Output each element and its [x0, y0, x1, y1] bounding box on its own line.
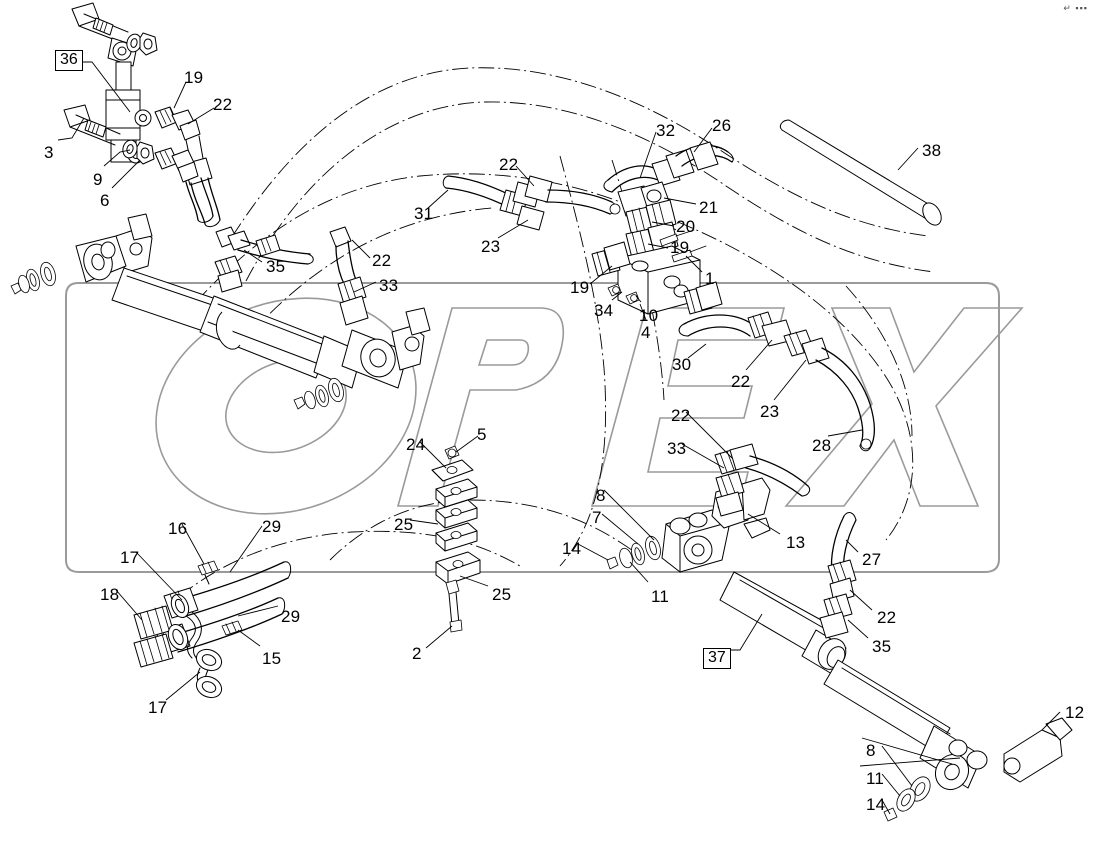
callout-16[interactable]: 16 — [168, 519, 188, 538]
callout-10[interactable]: 10 — [639, 306, 659, 325]
callout-2[interactable]: 2 — [412, 644, 422, 663]
callout-14-mid[interactable]: 14 — [562, 539, 582, 558]
callout-5[interactable]: 5 — [477, 425, 487, 444]
callout-8-mid[interactable]: 8 — [596, 486, 606, 505]
callout-36[interactable]: 36 — [55, 50, 83, 71]
callout-27[interactable]: 27 — [862, 550, 882, 569]
callout-29-upper[interactable]: 29 — [262, 517, 282, 536]
callout-6[interactable]: 6 — [100, 191, 110, 210]
left-main-cylinder-assembly — [10, 213, 431, 410]
fittings-19-22-upper-left — [154, 106, 221, 228]
callout-1[interactable]: 1 — [705, 269, 715, 288]
callout-37[interactable]: 37 — [703, 648, 731, 669]
callout-22-hose30[interactable]: 22 — [731, 372, 751, 391]
callout-3[interactable]: 3 — [44, 143, 54, 162]
callout-24[interactable]: 24 — [406, 435, 426, 454]
callout-34[interactable]: 34 — [594, 301, 614, 320]
callout-35-left[interactable]: 35 — [266, 257, 286, 276]
hose-bundle-bottom-left — [133, 560, 292, 699]
part-38-tube — [779, 119, 942, 226]
callout-25-lower[interactable]: 25 — [492, 585, 512, 604]
callout-11-mid[interactable]: 11 — [651, 587, 670, 606]
hose-30-assembly — [678, 311, 876, 452]
callout-19-manifold-left[interactable]: 19 — [570, 278, 590, 297]
callout-21[interactable]: 21 — [699, 198, 719, 217]
callout-22-lower-mid[interactable]: 22 — [671, 406, 691, 425]
seals-group-lower-mid — [606, 535, 661, 570]
callout-32[interactable]: 32 — [656, 121, 676, 140]
callout-17-lower[interactable]: 17 — [148, 698, 168, 717]
callout-25-upper[interactable]: 25 — [394, 515, 414, 534]
callout-17-upper[interactable]: 17 — [120, 548, 140, 567]
callout-7[interactable]: 7 — [592, 508, 602, 527]
callout-22-hose31[interactable]: 22 — [499, 155, 519, 174]
callout-28[interactable]: 28 — [812, 436, 832, 455]
callout-38[interactable]: 38 — [922, 141, 942, 160]
callout-33-lower-mid[interactable]: 33 — [667, 439, 687, 458]
part-36-upper-left-cylinder — [63, 2, 158, 165]
callout-22-upper-left[interactable]: 22 — [213, 95, 233, 114]
hoses-32-26 — [603, 141, 734, 193]
callout-14-bottom[interactable]: 14 — [866, 795, 886, 814]
callout-26[interactable]: 26 — [712, 116, 732, 135]
watermark-group — [65, 282, 1024, 573]
callout-11-bottom[interactable]: 11 — [866, 769, 885, 788]
callout-19-upper[interactable]: 19 — [184, 68, 204, 87]
corner-mark: ↵ ▪▪▪ — [1063, 3, 1088, 13]
callout-35-right[interactable]: 35 — [872, 637, 892, 656]
callout-19-manifold-right[interactable]: 19 — [670, 238, 690, 257]
bracket-stack-assembly — [431, 445, 481, 633]
callout-13[interactable]: 13 — [786, 533, 806, 552]
callout-23-hose31[interactable]: 23 — [481, 237, 501, 256]
callout-4[interactable]: 4 — [641, 323, 651, 342]
hose-31-assembly — [442, 175, 621, 231]
callout-20[interactable]: 20 — [676, 217, 696, 236]
callout-12[interactable]: 12 — [1065, 703, 1085, 722]
callout-30[interactable]: 30 — [672, 355, 692, 374]
callout-22-hose27[interactable]: 22 — [877, 608, 897, 627]
callout-22-cylinder[interactable]: 22 — [372, 251, 392, 270]
callout-15[interactable]: 15 — [262, 649, 282, 668]
right-cylinder-assembly-37 — [661, 443, 1073, 822]
callout-33-cylinder[interactable]: 33 — [379, 276, 399, 295]
manifold-block-assembly — [591, 181, 723, 315]
callout-9[interactable]: 9 — [93, 170, 103, 189]
callout-29-lower[interactable]: 29 — [281, 607, 301, 626]
hose-27-assembly — [819, 512, 857, 639]
callout-31[interactable]: 31 — [414, 204, 434, 223]
callout-8-bottom[interactable]: 8 — [866, 741, 876, 760]
callout-23-hose30[interactable]: 23 — [760, 402, 780, 421]
callout-18[interactable]: 18 — [100, 585, 120, 604]
leader-lines — [57, 61, 1061, 815]
